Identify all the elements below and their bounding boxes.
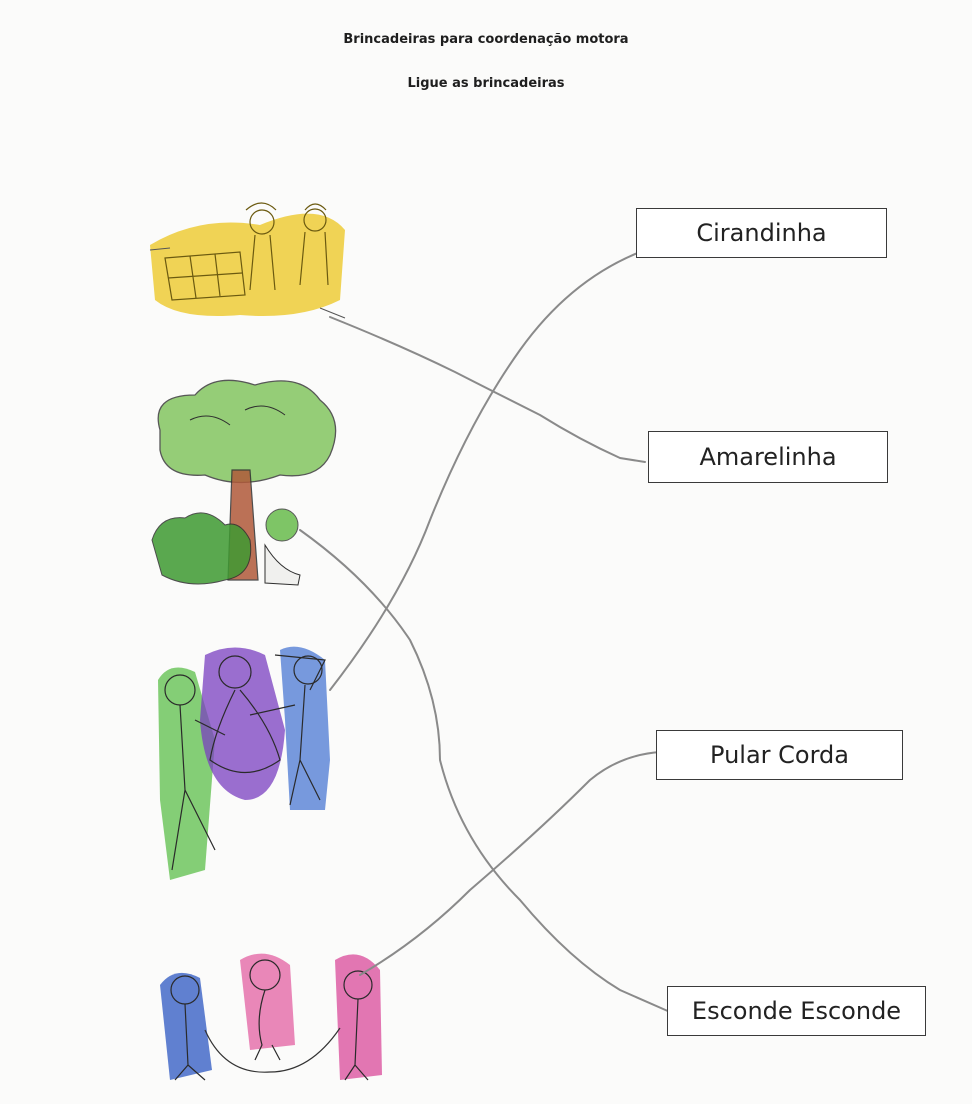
line-hopscotch-to-amarelinha	[330, 317, 645, 462]
label-box-pular-corda: Pular Corda	[656, 730, 903, 780]
pencil-lines	[300, 252, 670, 1012]
jump-rope-illustration	[160, 954, 382, 1080]
hopscotch-illustration	[150, 203, 345, 318]
line-circle-to-cirandinha	[330, 252, 640, 690]
label-box-esconde-esconde: Esconde Esconde	[667, 986, 926, 1036]
circle-dance-illustration	[158, 647, 330, 880]
label-box-cirandinha: Cirandinha	[636, 208, 887, 258]
tree-illustration	[152, 380, 336, 585]
line-tree-to-esconde	[300, 530, 670, 1012]
line-jumprope-to-pular	[360, 752, 660, 975]
label-box-amarelinha: Amarelinha	[648, 431, 888, 483]
